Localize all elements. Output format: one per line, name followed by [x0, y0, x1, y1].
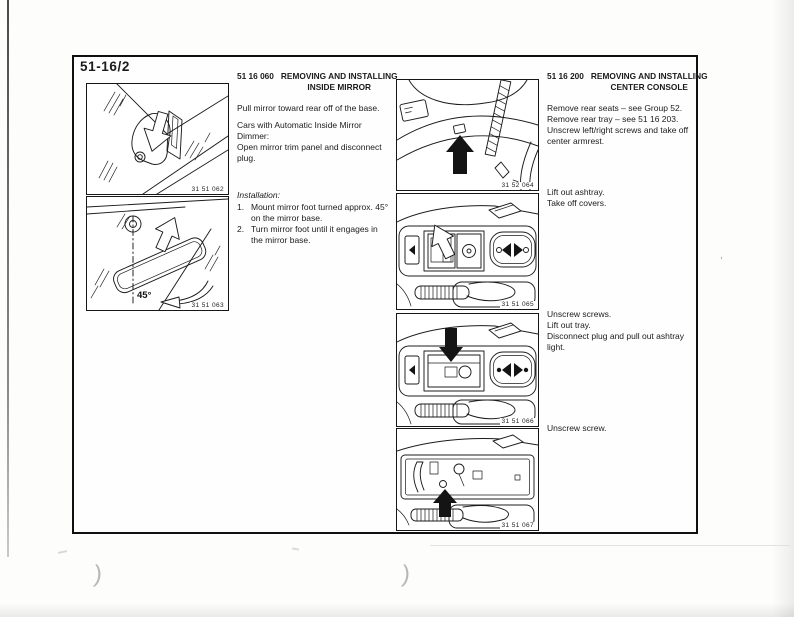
step-number: 1. [237, 202, 245, 212]
instruction-paragraph: Unscrew screws. Lift out tray. Disconnec… [547, 309, 685, 353]
scan-paren-mark: ) [400, 560, 412, 589]
solid-up-arrow-icon [446, 135, 474, 174]
page-border-frame: 51-16/2 31 51 [72, 55, 708, 534]
scan-shadow-bottom [0, 603, 794, 617]
seat-heating-pad [489, 351, 536, 388]
rear-view-mirror [113, 237, 207, 294]
solid-up-arrow-icon [433, 489, 457, 517]
headliner-lines [87, 198, 228, 299]
window-switch [404, 355, 420, 385]
armrest-screw [452, 123, 466, 135]
console-panel [398, 345, 537, 397]
screw [439, 480, 447, 488]
instruction-paragraph: Lift out ashtray. Take off covers. [547, 187, 607, 209]
curved-rotation-arrow-icon [160, 280, 214, 309]
rear-seat-illustration [397, 80, 538, 190]
step-text: Turn mirror foot until it engages in the… [251, 224, 378, 246]
installation-steps: 1. Mount mirror foot turned approx. 45° … [237, 202, 413, 246]
instruction-paragraph: Cars with Automatic Inside Mirror Dimmer… [237, 120, 382, 164]
mirror-base-illustration [98, 84, 228, 194]
installation-step: 1. Mount mirror foot turned approx. 45° … [237, 202, 413, 224]
figure-number-label: 31 51 067 [500, 522, 535, 529]
parcel-shelf-detail [399, 99, 429, 122]
instruction-paragraph: Pull mirror toward rear off of the base. [237, 103, 380, 113]
console-top-lines [397, 202, 538, 223]
seat-heating-pad [489, 231, 536, 268]
section-heading-center-console: 51 16 200 REMOVING AND INSTALLING CENTER… [547, 71, 723, 93]
open-tray [400, 454, 535, 500]
scan-shadow-right [772, 0, 794, 617]
figure-number-label: 31 51 062 [190, 186, 225, 193]
belt-anchor [494, 161, 510, 179]
angle-annotation: 45° [137, 290, 152, 301]
figure-number-label: 31 51 066 [500, 418, 535, 425]
handbrake-lever [397, 399, 536, 425]
figure-console-screws: 31 51 066 [396, 313, 539, 427]
hollow-lift-arrow-icon [431, 224, 456, 260]
scan-speck: , [720, 250, 723, 261]
solid-right-arrow-icon [514, 243, 523, 257]
scan-crease [430, 545, 790, 546]
section-heading-inside-mirror: 51 16 060 REMOVING AND INSTALLING INSIDE… [237, 71, 413, 93]
windshield-lines [98, 84, 228, 194]
scan-edge-line [7, 0, 9, 557]
figure-number-label: 31 51 065 [500, 301, 535, 308]
repair-code: 51 16 200 [547, 71, 584, 81]
hollow-up-arrow-icon [155, 217, 180, 253]
installation-step: 2. Turn mirror foot until it engages in … [237, 224, 413, 246]
figure-console-tray-removed: 31 51 067 [396, 428, 539, 531]
handbrake-lever [397, 281, 536, 308]
installation-label: Installation: [237, 190, 280, 200]
page-number: 51-16/2 [80, 59, 130, 74]
scan-paren-mark: ) [92, 560, 104, 589]
section-title: REMOVING AND INSTALLING CENTER CONSOLE [590, 71, 708, 93]
window-switch [404, 235, 420, 265]
scan-speck [57, 550, 68, 554]
console-open-illustration [397, 434, 538, 529]
seatbelt [484, 80, 512, 157]
figure-number-label: 31 51 063 [190, 302, 225, 309]
instruction-paragraph: Unscrew screw. [547, 423, 607, 433]
figure-console-ashtray-lift: 31 51 065 [396, 193, 539, 310]
console-illustration [397, 322, 538, 425]
hollow-down-arrow-icon [143, 110, 172, 152]
figure-mirror-base-removal: 31 51 062 [86, 83, 229, 195]
solid-right-arrow-icon [514, 363, 523, 377]
figure-rear-seat-area: 31 52 064 [396, 79, 539, 191]
step-number: 2. [237, 224, 245, 235]
solid-left-arrow-icon [502, 363, 511, 377]
solid-down-arrow-icon [439, 328, 463, 362]
interior-lines [397, 80, 538, 190]
console-panel [398, 225, 537, 277]
step-text: Mount mirror foot turned approx. 45° on … [251, 202, 389, 224]
repair-code: 51 16 060 [237, 71, 274, 81]
scan-speck [291, 547, 300, 551]
console-top-lines [397, 434, 538, 452]
mirror-rotation-illustration [87, 198, 228, 310]
figure-number-label: 31 52 064 [500, 182, 535, 189]
instruction-paragraph: Remove rear seats – see Group 52. Remove… [547, 103, 689, 147]
console-top-lines [397, 322, 538, 343]
console-illustration [397, 202, 538, 308]
figure-mirror-45-degrees: 45° 31 51 063 [86, 196, 229, 311]
section-title: REMOVING AND INSTALLING INSIDE MIRROR [280, 71, 398, 93]
solid-left-arrow-icon [502, 243, 511, 257]
